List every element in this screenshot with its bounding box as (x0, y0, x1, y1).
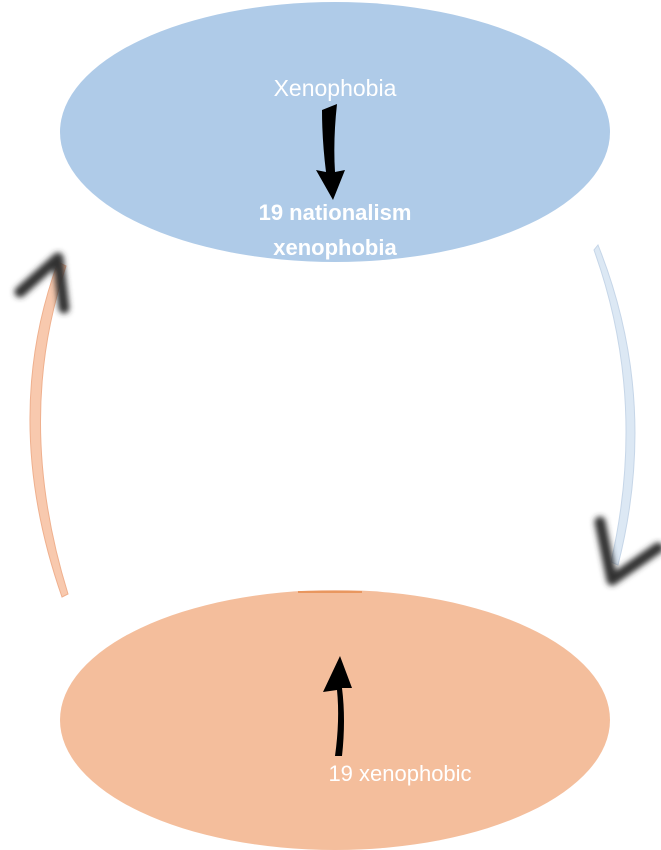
top-inner-down-arrow (316, 104, 345, 200)
left-connector-arrow (14, 252, 70, 598)
top-node-title: Xenophobia (273, 75, 397, 101)
right-connector-arrow (593, 244, 661, 586)
bottom-inner-up-arrow (323, 656, 352, 756)
top-node-subtitle-line1: 19 nationalism (258, 200, 412, 225)
bottom-node-title: 19 xenophobic (328, 761, 472, 786)
bottom-node-ellipse (60, 590, 610, 850)
top-node-ellipse (60, 2, 610, 262)
top-node-subtitle-line2: xenophobia (273, 235, 397, 260)
